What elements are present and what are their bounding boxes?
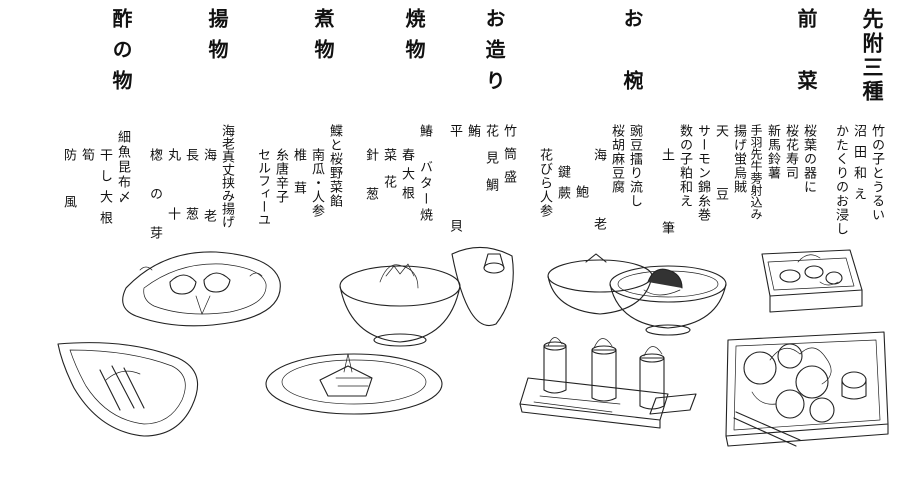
menu-item: 数の子粕和え xyxy=(677,124,692,208)
menu-item: 鍵蕨 xyxy=(555,165,570,207)
menu-item: 手羽先牛蒡射込み xyxy=(749,124,763,220)
menu-item: 菜花 xyxy=(381,148,396,202)
menu-item: 春大根 xyxy=(399,148,414,205)
menu-item: 豌豆擂り流し xyxy=(627,124,642,208)
menu-item: 針葱 xyxy=(363,148,378,226)
heading-nimono: 煮物 xyxy=(311,8,335,70)
heading-yakimono: 焼物 xyxy=(402,8,426,70)
heading-zensai: 前菜 xyxy=(794,8,818,132)
menu-item: 鮪 xyxy=(465,124,480,138)
menu-item: 海老真丈挟み揚げ xyxy=(219,124,234,228)
menu-item: 新馬鈴薯 xyxy=(765,124,780,180)
menu-item: 天豆 xyxy=(713,124,728,250)
heading-owan: お椀 xyxy=(620,8,644,132)
menu-item: 楤の芽 xyxy=(147,148,162,265)
otsukuri-bamboo-illustration xyxy=(519,337,697,429)
menu-item: 防風 xyxy=(61,148,76,242)
owan-bowl-illustration xyxy=(547,253,727,336)
sunomono-dish-illustration xyxy=(57,342,199,437)
menu-item: 椎茸 xyxy=(291,148,306,214)
menu-item: サーモン錦糸巻 xyxy=(695,124,710,222)
menu-item: 桜胡麻豆腐 xyxy=(609,124,624,194)
zensai-tray-illustration xyxy=(725,331,889,447)
menu-item: 海老 xyxy=(201,148,216,270)
heading-sunomono: 酢の物 xyxy=(109,8,133,101)
heading-agemono: 揚物 xyxy=(205,8,229,70)
heading-sakizuke: 先附三種 xyxy=(860,8,885,104)
menu-item: 鮑 xyxy=(573,185,588,199)
yakimono-bowl-illustration xyxy=(339,246,514,347)
menu-item: 糸唐辛子 xyxy=(273,148,288,204)
menu-item: バター焼 xyxy=(417,160,432,224)
zensai-box-illustration xyxy=(761,249,863,313)
menu-item: 花見鯛 xyxy=(483,124,498,205)
menu-item: 海老 xyxy=(591,148,606,286)
menu-item: 長葱 xyxy=(183,148,198,266)
nimono-plate-illustration xyxy=(265,353,443,415)
heading-otsukuri: お造り xyxy=(482,8,506,101)
menu-item: 桜葉の器に xyxy=(801,124,816,194)
menu-item: 土筆 xyxy=(659,148,674,294)
menu-item: 揚げ蛍烏賊 xyxy=(731,124,746,194)
menu-item: 南瓜・人参 xyxy=(309,148,324,218)
menu-item: 桜花寿司 xyxy=(783,124,798,180)
menu-item: 竹筒盛 xyxy=(501,124,516,193)
agemono-plate-illustration xyxy=(122,251,281,327)
menu-item: 細魚昆布〆 xyxy=(115,130,130,205)
menu-item: 干し大根 xyxy=(97,148,112,232)
menu-item: 竹の子とうるい xyxy=(869,124,884,222)
menu-item: かたくりのお浸し xyxy=(833,124,848,236)
menu-item: 鰆 xyxy=(417,124,432,138)
menu-item: 花びら人参 xyxy=(537,148,552,218)
menu-item: 平貝 xyxy=(447,124,462,314)
menu-item: セルフィーユ xyxy=(255,148,270,226)
menu-item: 筍 xyxy=(79,148,94,162)
menu-item: 鰈と桜野菜餡 xyxy=(327,124,342,208)
menu-item: 沼田和え xyxy=(851,124,866,208)
menu-item: 丸十 xyxy=(165,148,180,266)
